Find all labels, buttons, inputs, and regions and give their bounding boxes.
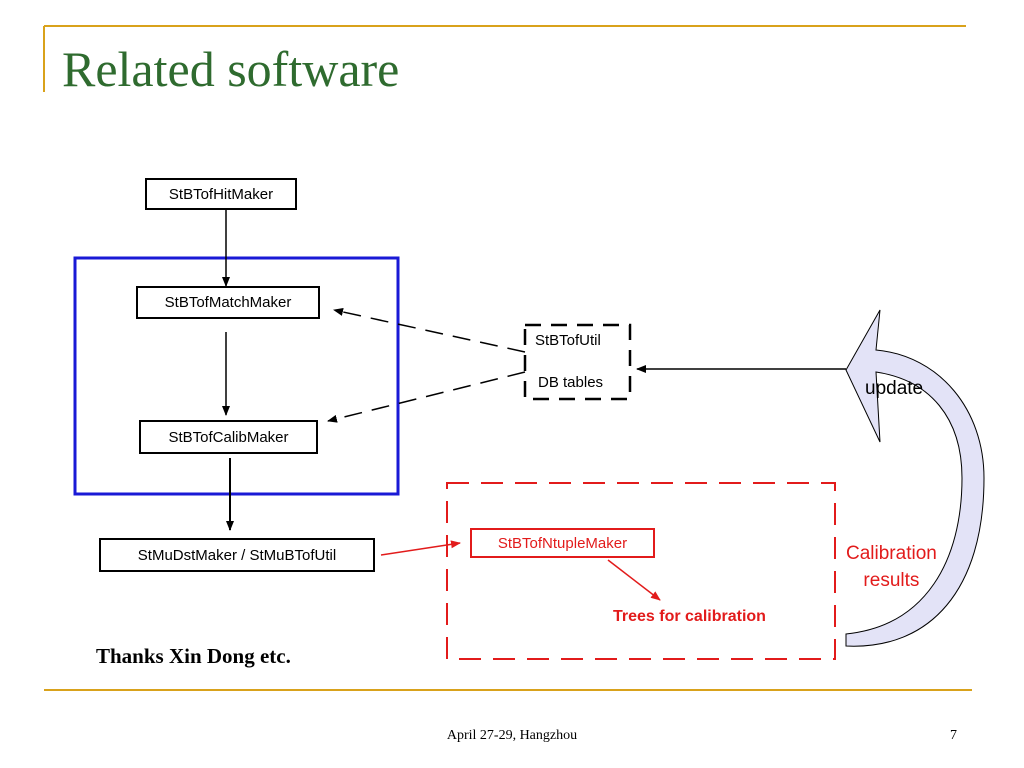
mudst-maker-label: StMuDstMaker / StMuBTofUtil: [137, 546, 337, 564]
title-accent-rule: [43, 25, 966, 92]
slide-title: Related software: [62, 41, 400, 97]
calib-maker-box: StBTofCalibMaker: [139, 420, 318, 454]
arrow-mudst-to-ntuple: [380, 540, 461, 556]
page-number: 7: [950, 728, 957, 743]
hit-maker-box: StBTofHitMaker: [145, 178, 297, 210]
ntuple-maker-label: StBTofNtupleMaker: [497, 534, 628, 552]
util-label: StBTofUtil: [535, 332, 601, 349]
arrow-ntuple-to-trees: [607, 559, 661, 601]
red-dashed-frame: [446, 482, 836, 660]
trees-label: Trees for calibration: [613, 608, 766, 625]
calibration-line-1: Calibration: [846, 543, 937, 564]
match-maker-label: StBTofMatchMaker: [164, 294, 292, 311]
thanks-note: Thanks Xin Dong etc.: [96, 644, 291, 668]
mudst-maker-box: StMuDstMaker / StMuBTofUtil: [99, 538, 375, 572]
db-tables-label: DB tables: [538, 374, 604, 391]
ntuple-maker-box: StBTofNtupleMaker: [470, 528, 655, 558]
hit-maker-label: StBTofHitMaker: [168, 185, 274, 203]
blue-frame: [73, 256, 400, 496]
arrow-util-to-calib: [327, 371, 526, 423]
curved-feedback-arrow: [845, 309, 985, 647]
footer-text: April 27-29, Hangzhou: [446, 728, 578, 743]
util-dashed-box: [523, 323, 632, 401]
calibration-results-label: Calibration results: [846, 540, 937, 594]
update-label: update: [865, 378, 924, 399]
arrow-util-to-match: [333, 308, 526, 353]
calibration-line-2: results: [863, 570, 920, 591]
calib-maker-label: StBTofCalibMaker: [168, 428, 289, 446]
match-maker-box: StBTofMatchMaker: [136, 286, 320, 319]
